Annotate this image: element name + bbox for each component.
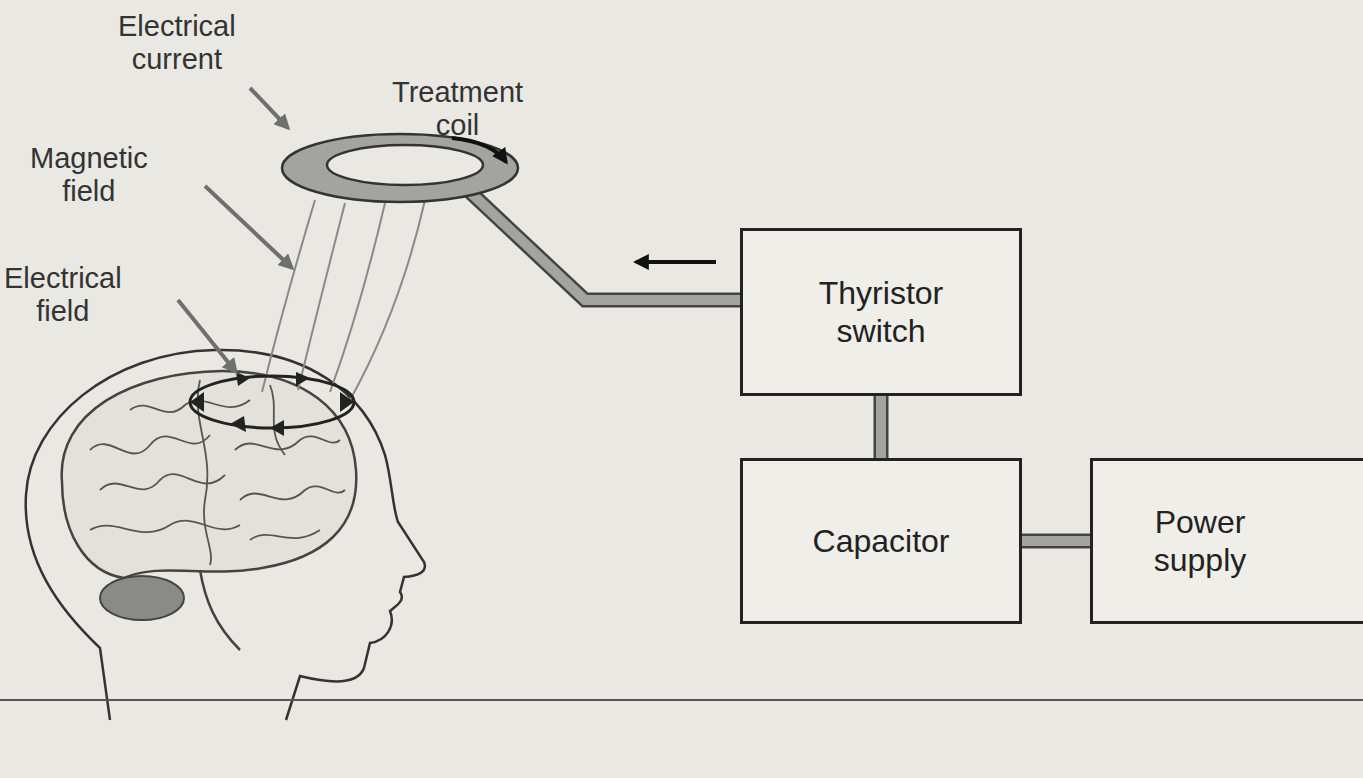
bus-bar-fill (876, 396, 886, 458)
coil-lead (470, 192, 742, 300)
page-rule (0, 699, 1363, 701)
brainstem (200, 570, 240, 650)
callout-label: Electrical current (118, 10, 236, 77)
treatment-coil (282, 134, 518, 202)
bus-bar-fill (1022, 536, 1090, 546)
coil-hole (327, 145, 483, 185)
cerebellum (100, 576, 184, 620)
coil-lead-outline (470, 192, 742, 300)
process-box: Power supply (1090, 458, 1363, 624)
current-arrow (452, 138, 506, 162)
callout-label: Electrical field (4, 262, 122, 329)
callout-arrows (178, 88, 292, 372)
electric-field-arrowheads (190, 372, 354, 436)
bus-bar-group (881, 396, 882, 458)
bus-bar (1022, 534, 1090, 549)
brain (62, 371, 357, 578)
bus-bar (874, 396, 889, 458)
box-label: Power supply (1154, 503, 1247, 580)
pulse-direction-arrow (636, 260, 716, 264)
process-box: Thyristor switch (740, 228, 1022, 396)
box-label: Thyristor switch (819, 274, 943, 351)
box-label: Capacitor (813, 522, 950, 560)
electric-field-loop (190, 376, 354, 428)
callout-label: Treatment coil (392, 76, 523, 143)
brain-gyri (90, 380, 345, 565)
magnetic-field-lines (262, 200, 425, 400)
bus-bar-group (1022, 541, 1090, 542)
callout-label: Magnetic field (30, 142, 148, 209)
head-outline (26, 350, 425, 720)
process-box: Capacitor (740, 458, 1022, 624)
